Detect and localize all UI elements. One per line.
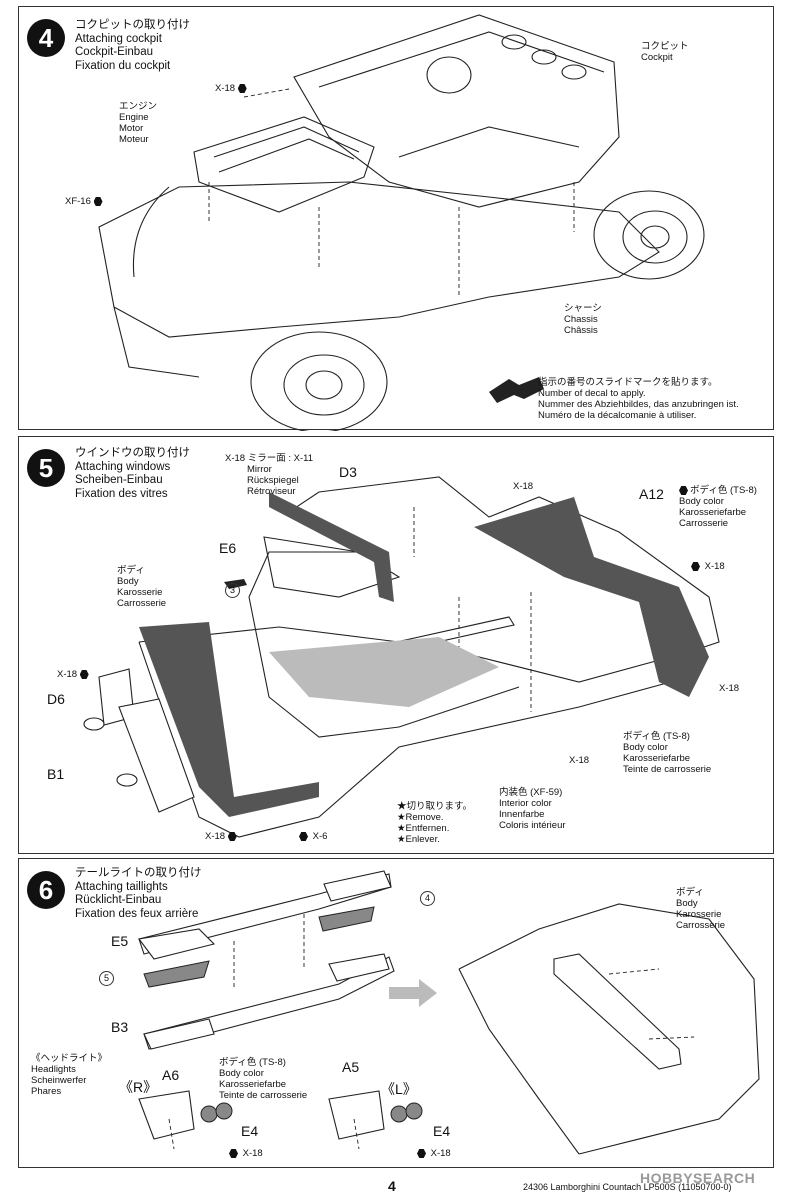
paint-hex-icon bbox=[93, 196, 103, 206]
step-number: 5 bbox=[27, 449, 65, 487]
heading-fr: Fixation des vitres bbox=[75, 487, 168, 500]
label-bodycolor-bottom: ボディ色 (TS-8) Body color Karosseriefarbe T… bbox=[623, 731, 712, 775]
footer-text: 24306 Lamborghini Countach LP500S (11050… bbox=[523, 1182, 732, 1192]
heading-jp: テールライトの取り付け bbox=[75, 867, 202, 879]
step-number: 6 bbox=[27, 871, 65, 909]
label-left: 《L》 bbox=[381, 1081, 417, 1097]
screw-hex-icon bbox=[237, 83, 247, 93]
part-a5: A5 bbox=[342, 1059, 360, 1075]
label-body: ボディ Body Karosserie Carrosserie bbox=[117, 565, 167, 609]
decal-number: 3 bbox=[225, 583, 240, 598]
decal-note: 指示の番号のスライドマークを貼ります。 Number of decal to a… bbox=[538, 377, 739, 421]
label-interior: 内装色 (XF-59) Interior color Innenfarbe Co… bbox=[499, 787, 566, 831]
watermark: HOBBYSEARCH bbox=[640, 1170, 756, 1186]
label-x18-top: X-18 bbox=[513, 481, 534, 492]
part-e5: E5 bbox=[111, 933, 129, 949]
label-bodycolor: ボディ色 (TS-8) Body color Karosseriefarbe T… bbox=[219, 1057, 308, 1101]
step-heading: ウインドウの取り付け Attaching windows Scheiben-Ei… bbox=[75, 447, 190, 501]
part-a12: A12 bbox=[639, 486, 664, 502]
label-x18-right1: X-18 bbox=[691, 561, 725, 572]
label-bodycolor-top: ボディ色 (TS-8) Body color Karosseriefarbe C… bbox=[679, 485, 757, 529]
heading-en: Attaching windows bbox=[75, 460, 171, 473]
windows-assembly-drawing bbox=[83, 476, 720, 838]
label-x18: X-18 bbox=[215, 83, 249, 94]
heading-en: Attaching cockpit bbox=[75, 32, 162, 45]
step-heading: コクピットの取り付け Attaching cockpit Cockpit-Ein… bbox=[75, 19, 190, 73]
label-right: 《R》 bbox=[119, 1079, 158, 1095]
part-e4-left: E4 bbox=[433, 1123, 451, 1139]
decal-arrow-icon bbox=[489, 377, 544, 403]
label-headlights: 《ヘッドライト》 Headlights Scheinwerfer Phares bbox=[31, 1053, 108, 1097]
part-d3: D3 bbox=[339, 464, 357, 480]
label-x18-right: X-18 bbox=[229, 1148, 263, 1159]
page-number: 4 bbox=[388, 1178, 396, 1194]
label-x18-left: X-18 bbox=[417, 1148, 451, 1159]
label-body: ボディ Body Karosserie Carrosserie bbox=[676, 887, 726, 931]
step-heading: テールライトの取り付け Attaching taillights Rücklic… bbox=[75, 867, 202, 921]
decal-number: 4 bbox=[420, 891, 435, 906]
decal-number: 5 bbox=[99, 971, 114, 986]
label-mirror: X-18 ミラー面 : X-11 Mirror Rückspiegel Rétr… bbox=[225, 453, 314, 497]
heading-de: Scheiben-Einbau bbox=[75, 474, 163, 486]
label-x6: X-6 bbox=[299, 831, 327, 842]
taillights-assembly-drawing bbox=[138, 870, 760, 1155]
part-d6: D6 bbox=[47, 691, 65, 707]
heading-jp: ウインドウの取り付け bbox=[75, 447, 190, 459]
part-b3: B3 bbox=[111, 1019, 129, 1035]
heading-jp: コクピットの取り付け bbox=[75, 19, 190, 31]
label-engine: エンジン Engine Motor Moteur bbox=[119, 101, 158, 145]
step-5-panel: 5 ウインドウの取り付け Attaching windows Scheiben-… bbox=[18, 436, 774, 854]
step-6-panel: 6 テールライトの取り付け Attaching taillights Rückl… bbox=[18, 858, 774, 1168]
label-x18-left: X-18 bbox=[57, 669, 91, 680]
part-b1: B1 bbox=[47, 766, 65, 782]
heading-fr: Fixation du cockpit bbox=[75, 59, 171, 72]
next-step-arrow-icon bbox=[389, 979, 437, 1007]
label-cockpit: コクピット Cockpit bbox=[641, 41, 689, 63]
paint-hex-icon bbox=[679, 485, 688, 495]
label-chassis: シャーシ Chassis Châssis bbox=[564, 303, 602, 336]
part-e6: E6 bbox=[219, 540, 237, 556]
label-xf16: XF-16 bbox=[65, 196, 105, 207]
step-4-panel: 4 コクピットの取り付け Attaching cockpit Cockpit-E… bbox=[18, 6, 774, 431]
cockpit-assembly-drawing bbox=[98, 14, 705, 431]
label-remove: ★切り取ります。 ★Remove. ★Entfernen. ★Enlever. bbox=[397, 801, 473, 845]
heading-fr: Fixation des feux arrière bbox=[75, 907, 199, 920]
label-x18-mid: X-18 bbox=[569, 755, 590, 766]
heading-de: Rücklicht-Einbau bbox=[75, 894, 162, 906]
heading-de: Cockpit-Einbau bbox=[75, 46, 153, 58]
part-a6: A6 bbox=[162, 1067, 180, 1083]
part-e4-right: E4 bbox=[241, 1123, 259, 1139]
step-number: 4 bbox=[27, 19, 65, 57]
label-x18-bottom: X-18 bbox=[205, 831, 239, 842]
label-x18-right2: X-18 bbox=[719, 683, 740, 694]
heading-en: Attaching taillights bbox=[75, 880, 168, 893]
